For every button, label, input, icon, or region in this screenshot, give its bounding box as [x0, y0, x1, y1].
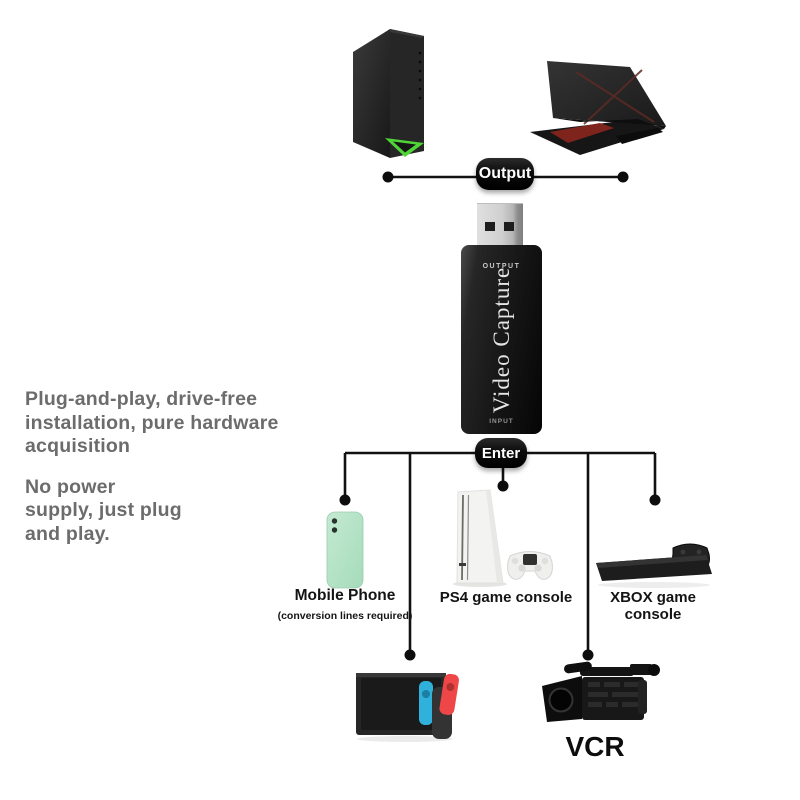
output-pill: Output [476, 158, 534, 190]
usb-plug [477, 203, 523, 249]
stick-input-port-label: INPUT [489, 418, 514, 425]
output-pill-label: Output [478, 165, 532, 182]
copy-line: and play. [25, 522, 110, 545]
copy-line: No power [25, 475, 116, 498]
mobile-phone-label: Mobile Phone [294, 587, 396, 604]
marketing-paragraph-2: No power supply, just plug and play. [25, 476, 279, 547]
stick-product-name: Video Capture [488, 266, 514, 413]
vcr-label: VCR [565, 731, 625, 762]
enter-pill: Enter [475, 438, 527, 468]
enter-pill-label: Enter [481, 444, 521, 462]
desktop-pc-illustration [353, 29, 424, 158]
xbox-label: XBOX game console [610, 589, 696, 623]
usb-plug-hole [485, 222, 495, 231]
copy-line: acquisition [25, 435, 131, 457]
marketing-paragraph-1: Plug-and-play, drive-free installation, … [25, 388, 279, 459]
mobile-phone-sublabel: (conversion lines required) [277, 610, 413, 622]
xbox-illustration [596, 543, 712, 588]
marketing-copy: Plug-and-play, drive-free installation, … [25, 388, 279, 546]
mobile-phone-illustration [326, 511, 364, 589]
copy-line: supply, just plug [25, 499, 182, 521]
usb-plug-hole [504, 222, 514, 231]
ps4-label: PS4 game console [439, 589, 573, 606]
ps4-illustration [453, 489, 553, 587]
stick-output-port-label: OUTPUT [482, 263, 521, 270]
video-capture-stick: OUTPUT Video Capture INPUT [461, 245, 542, 434]
vcr-camera-illustration [542, 661, 660, 722]
nintendo-switch-illustration [356, 673, 459, 742]
copy-line: Plug-and-play, drive-free [25, 388, 258, 410]
copy-line: installation, pure hardware [25, 411, 279, 434]
gaming-laptop-illustration [530, 61, 666, 155]
